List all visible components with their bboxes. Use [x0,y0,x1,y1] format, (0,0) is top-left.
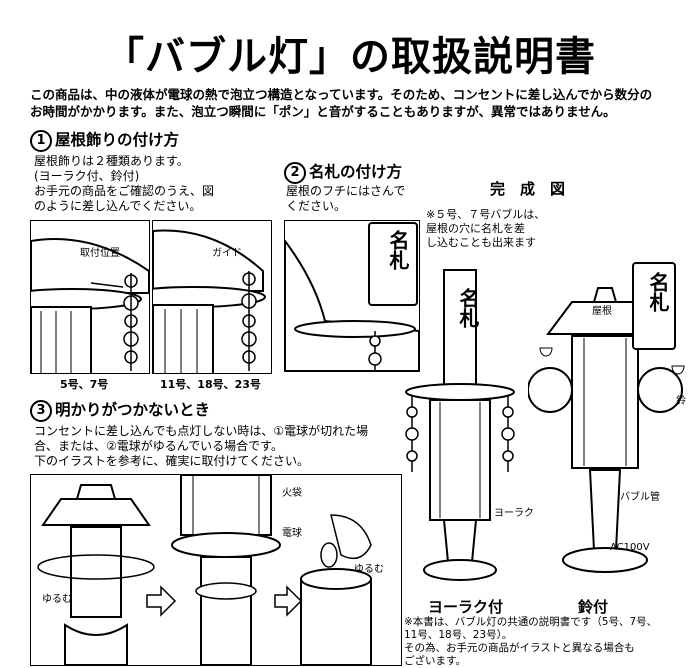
section3-text: コンセントに差し込んでも点灯しない時は、①電球が切れた場 合、または、②電球がゆ… [34,424,404,469]
label-guide: ガイド [212,248,242,259]
text-line: 下のイラストを参考に、確実に取付けてください。 [34,454,310,468]
nametag-card: 名札 [368,222,418,306]
illustration-bulb-replacement [30,474,402,666]
bulb-replacement-drawing [37,475,372,665]
section2-title: 名札の付け方 [309,163,403,181]
section-number: 2 [284,162,306,184]
nametag-text-right: 名札 [646,272,670,312]
intro-line: お時間がかかります。また、泡立つ瞬間に「ポン」と音がすることもありますが、異常で… [30,104,616,119]
intro-line: この商品は、中の液体が電球の熱で泡立つ構造となっています。そのため、コンセントに… [30,87,653,102]
label-yoraku: ヨーラク [494,508,534,519]
label-fire-cover: 火袋 [282,488,302,499]
text-line: ください。 [286,199,347,213]
text-line: ※５号、７号バブルは、 [426,208,546,221]
lantern-roof-with-tag-drawing [285,239,419,371]
label-bubble-tube: バブル管 [620,492,660,503]
label-mount-position: 取付位置 [80,248,120,259]
section-number: 1 [30,130,52,152]
caption-bell-type: 鈴付 [578,598,609,616]
lantern-roof-drawing [153,229,266,373]
label-bell: 鈴 [676,396,686,407]
nametag-text: 名札 [386,230,410,270]
text-line: ございます。 [404,655,466,667]
text-line: (ヨーラク付、鈴付) [34,169,140,183]
text-line: 11号、18号、23号）。 [404,629,513,641]
text-line: し込むことも出来ます [426,236,536,249]
footnote: ※本書は、バブル灯の共通の説明書です（5号、7号、 11号、18号、23号）。 … [404,616,700,668]
lantern-roof-drawing [31,238,149,373]
text-line: ※本書は、バブル灯の共通の説明書です（5号、7号、 [404,616,658,628]
text-line: お手元の商品をご確認のうえ、図 [34,184,215,198]
nametag-text-left: 名札 [456,288,480,328]
section2-text: 屋根のフチにはさんで ください。 [286,184,436,214]
text-line: 屋根飾りは２種類あります。 [34,154,189,168]
section3-title: 明かりがつかないとき [55,401,211,419]
illustration-roof-large [152,220,272,374]
section1-text: 屋根飾りは２種類あります。 (ヨーラク付、鈴付) お手元の商品をご確認のうえ、図… [34,154,274,214]
illustration-roof-small [30,220,150,374]
section-number: 3 [30,400,52,422]
text-line: のように差し込んでください。 [34,199,202,213]
text-line: その為、お手元の商品がイラストと異なる場合も [404,642,635,654]
complete-note: ※５号、７号バブルは、 屋根の穴に名札を差 し込むことも出来ます [426,208,576,250]
label-bulb: 電球 [282,528,302,539]
label-roof: 屋根 [592,306,612,317]
nametag-card-right: 名札 [632,262,676,350]
label-loosen-1: ゆるむ [42,594,72,605]
section1-title: 屋根飾りの付け方 [55,131,180,149]
caption-sizes-large: 11号、18号、23号 [160,378,261,391]
text-line: 屋根のフチにはさんで [286,184,406,198]
lantern-yoraku-drawing [405,269,515,581]
text-line: コンセントに差し込んでも点灯しない時は、①電球が切れた場 [34,424,369,438]
page-title: 「バブル灯」の取扱説明書 [104,34,596,80]
label-loosen-2: ゆるむ [354,564,384,575]
caption-yoraku-type: ヨーラク付 [428,598,504,616]
text-line: 合、または、②電球がゆるんでいる場合です。 [34,439,283,453]
caption-sizes-small: 5号、7号 [60,378,109,391]
complete-heading: 完 成 図 [490,180,566,198]
intro-text: この商品は、中の液体が電球の熱で泡立つ構造となっています。そのため、コンセントに… [30,86,690,120]
label-ac-power: AC100V [610,542,650,553]
text-line: 屋根の穴に名札を差 [426,222,525,235]
